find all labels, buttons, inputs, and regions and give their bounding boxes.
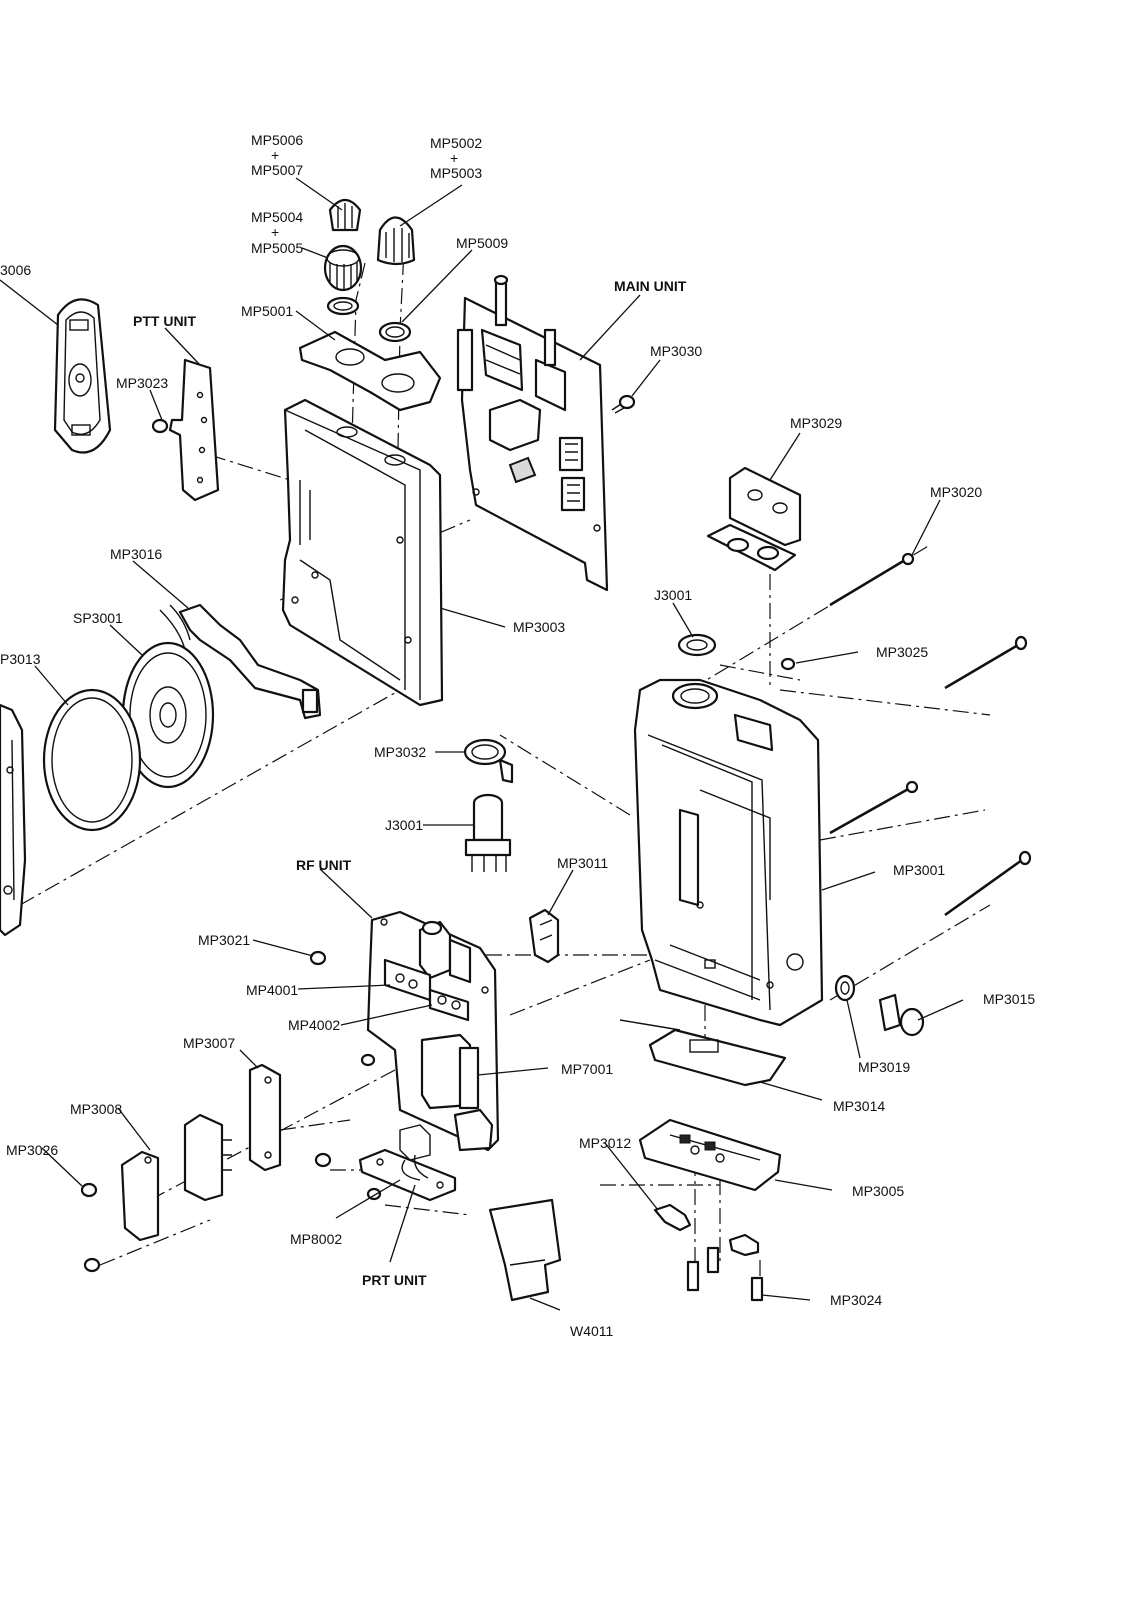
label-ptt-unit: PTT UNIT [133, 313, 196, 329]
label-mp3001: MP3001 [893, 862, 945, 878]
label-mp3007: MP3007 [183, 1035, 235, 1051]
label-mp3020: MP3020 [930, 484, 982, 500]
frame-mp3003 [281, 398, 444, 707]
label-mp3012: MP3012 [579, 1135, 631, 1151]
label-mp5003: MP5003 [430, 165, 482, 181]
label-mp5009: MP5009 [456, 235, 508, 251]
label-mp5004: MP5004 [251, 209, 303, 225]
label-3006: 3006 [0, 262, 31, 278]
screws-mp3024 [686, 1246, 764, 1302]
label-mp3024: MP3024 [830, 1292, 882, 1308]
prt-unit-board [358, 1124, 457, 1202]
long-screws [829, 552, 1032, 917]
label-mp3026: MP3026 [6, 1142, 58, 1158]
label-mp7001: MP7001 [561, 1061, 613, 1077]
leader-lines [0, 177, 964, 1311]
label-plus-1: + [271, 147, 279, 163]
washer-mp3019 [834, 974, 856, 1002]
panel-plate-mp5001 [298, 330, 442, 412]
battery-contact-mp3005 [638, 1118, 782, 1192]
screw-mp3023 [151, 418, 169, 434]
label-mp3003: MP3003 [513, 619, 565, 635]
label-j3001: J3001 [385, 817, 423, 833]
label-main-unit: MAIN UNIT [614, 278, 687, 294]
contacts-mp3012 [653, 1203, 760, 1257]
label-plus-2: + [450, 150, 458, 166]
label-mp8002: MP8002 [290, 1231, 342, 1247]
bracket-mp3029 [706, 466, 802, 572]
label-mp3030: MP3030 [650, 343, 702, 359]
screw-mp3030 [611, 394, 636, 414]
label-sp3001: SP3001 [73, 610, 123, 626]
label-j3001-top: J3001 [654, 587, 692, 603]
label-mp3019: MP3019 [858, 1059, 910, 1075]
clip-mp3011 [528, 908, 560, 964]
label-mp4002: MP4002 [288, 1017, 340, 1033]
label-mp3013: P3013 [0, 651, 41, 667]
label-mp4001: MP4001 [246, 982, 298, 998]
label-mp5007: MP5007 [251, 162, 303, 178]
label-w4011: W4011 [570, 1323, 614, 1339]
flex-cable-w4011 [488, 1198, 562, 1302]
main-unit-board [456, 274, 609, 592]
label-mp3025: MP3025 [876, 644, 928, 660]
label-mp3011: MP3011 [557, 855, 608, 871]
label-mp3032: MP3032 [374, 744, 426, 760]
housing-mp3001 [633, 678, 824, 1027]
label-mp3014: MP3014 [833, 1098, 885, 1114]
speaker-sp3001 [121, 641, 215, 789]
label-mp5005: MP5005 [251, 240, 303, 256]
ptt-unit-board [168, 358, 220, 502]
label-mp3015: MP3015 [983, 991, 1035, 1007]
nut-mp5004 [323, 244, 363, 292]
part-labels: MP5006 + MP5007 MP5002 + MP5003 MP5004 +… [0, 132, 1035, 1339]
nut-j3001-top [677, 633, 717, 657]
block-mp3008 [183, 1113, 232, 1202]
label-plus-3: + [271, 224, 279, 240]
bracket-mp3032 [463, 738, 514, 784]
label-mp3029: MP3029 [790, 415, 842, 431]
label-mp3021: MP3021 [198, 932, 250, 948]
plate-mp3014 [619, 1019, 787, 1087]
ptt-cover-3006 [53, 298, 112, 454]
label-mp5002: MP5002 [430, 135, 482, 151]
label-mp3005: MP3005 [852, 1183, 904, 1199]
label-mp3023: MP3023 [116, 375, 168, 391]
connector-j3001 [464, 793, 512, 872]
label-mp5001: MP5001 [241, 303, 293, 319]
rf-unit-board [366, 910, 500, 1152]
washer-mp5004 [326, 296, 360, 316]
label-mp5006: MP5006 [251, 132, 303, 148]
knob-mp5002 [376, 216, 416, 266]
rear-cover-partial [0, 703, 27, 937]
knob-mp3015 [878, 993, 925, 1037]
label-mp3016: MP3016 [110, 546, 162, 562]
label-mp3008: MP3008 [70, 1101, 122, 1117]
washer-mp5009 [378, 321, 412, 343]
label-prt-unit: PRT UNIT [362, 1272, 427, 1288]
ring-mp3013 [42, 688, 142, 832]
plate-mp3026 [120, 1150, 160, 1242]
screw-mp3025 [780, 657, 796, 671]
label-rf-unit: RF UNIT [296, 857, 352, 873]
plate-mp3007 [248, 1063, 282, 1172]
